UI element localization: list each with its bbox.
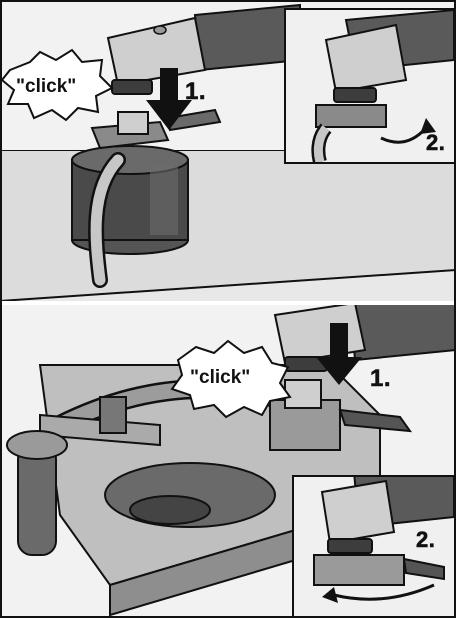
step-1-label-bottom: 1. [370, 365, 391, 393]
click-text-top: "click" [16, 76, 76, 98]
top-panel: "click" 1. 2. [0, 0, 456, 301]
step-2-label-bottom: 2. [416, 527, 435, 553]
step-2-label-top: 2. [426, 130, 445, 156]
click-text-bottom: "click" [190, 367, 250, 389]
step-1-label-top: 1. [185, 78, 206, 106]
rotate-arrow-bottom [334, 585, 434, 599]
inset-bottom-right: 2. [292, 475, 456, 618]
bottom-panel: "click" 1. 2. [0, 305, 456, 618]
table-surface [0, 150, 456, 301]
inset-top-right: 2. [284, 8, 456, 164]
angle-grinder-bottom [275, 305, 456, 371]
spring [100, 397, 126, 433]
rotate-arrow-top [381, 128, 426, 142]
